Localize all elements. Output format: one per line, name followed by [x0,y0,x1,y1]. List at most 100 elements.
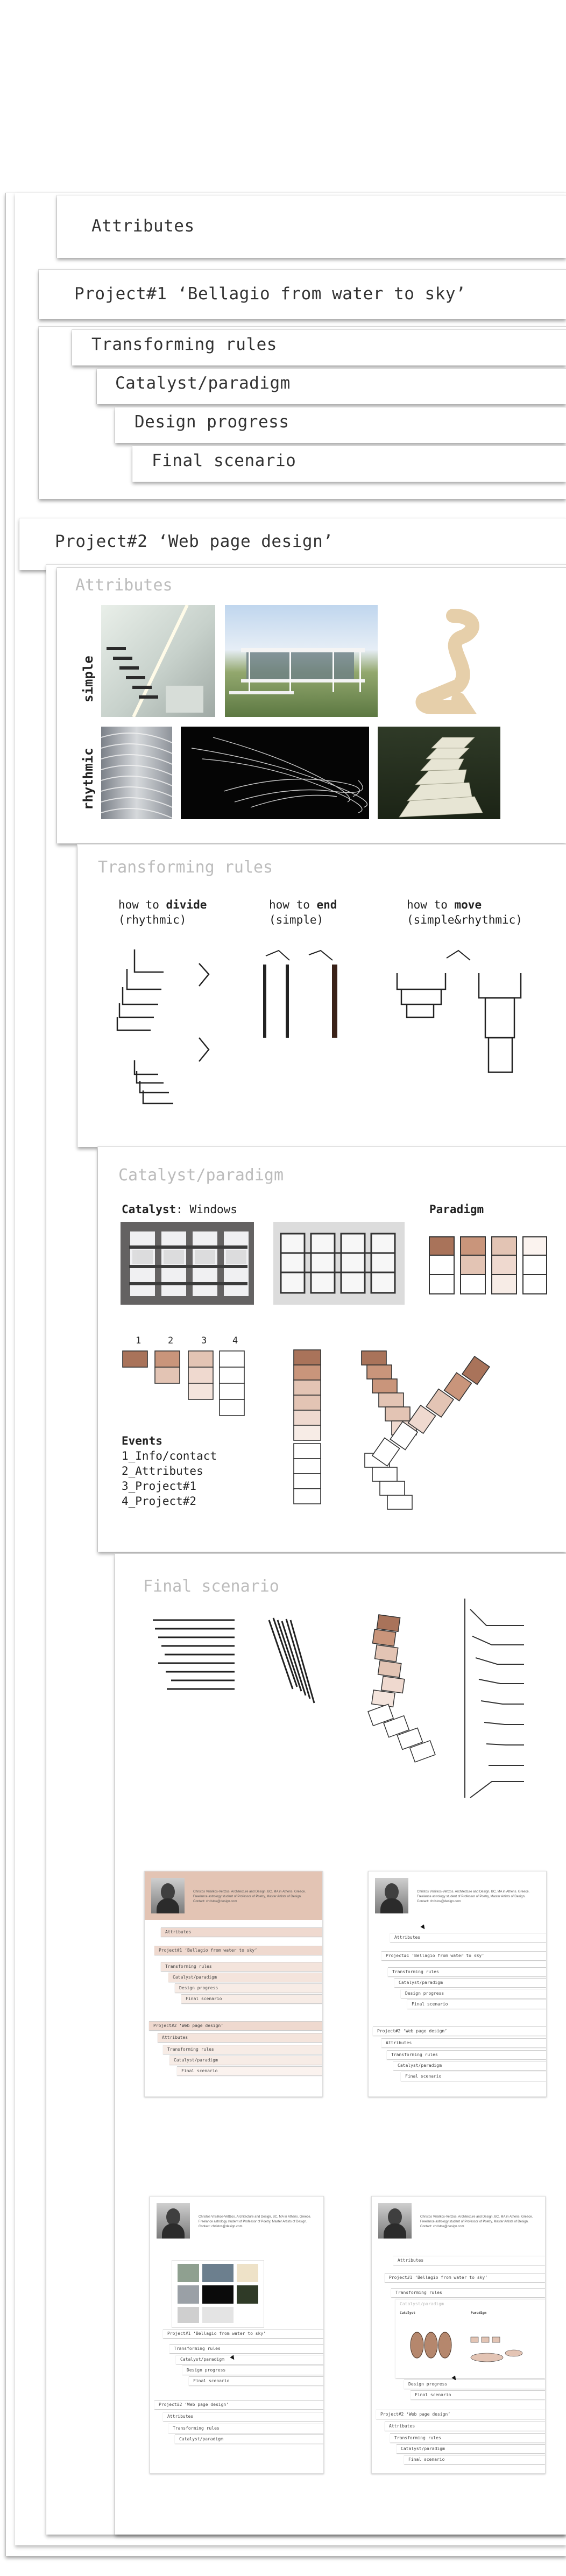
num-4: 4 [232,1335,238,1346]
catalyst-sheet [98,1146,566,1552]
label-rhythmic: (rhythmic) [118,913,187,926]
mini-project1[interactable]: Project#1 ‘Bellagio from water to sky’ [381,1951,546,1960]
mini-project2[interactable]: Project#2 ‘Web page design’ [149,2021,322,2030]
menu-catalyst-sheet[interactable] [97,368,566,404]
mini-project1[interactable]: Project#1 ‘Bellagio from water to sky’ [154,1946,322,1955]
mini-catalyst[interactable]: Catalyst/paradigm [176,2355,323,2364]
mini-final[interactable]: Final scenario [181,1994,322,2003]
mockup-3: Christos Vrisilkos-Vettzos. Architecture… [150,2196,324,2474]
paradigm-grid [429,1236,547,1294]
event-3: 3_Project#1 [122,1480,197,1493]
mini-project1[interactable]: Project#1 ‘Bellagio from water to sky’ [385,2273,545,2282]
menu-project1-sheet[interactable] [39,269,566,319]
menu-project1[interactable]: Project#1 ‘Bellagio from water to sky’ [74,284,466,304]
transforming-title: Transforming rules [98,858,273,877]
mini-project1[interactable]: Project#1 ‘Bellagio from water to sky’ [163,2329,323,2338]
menu-transforming-sheet[interactable] [72,329,566,365]
photo-glass-house [225,605,378,717]
mini-final-2[interactable]: Final scenario [177,2066,322,2075]
row-label-simple: simple [81,656,96,702]
mini-project2[interactable]: Project#2 ‘Web page design’ [373,2026,546,2036]
label-simple-rhythmic: (simple&rhythmic) [407,913,522,926]
final-title: Final scenario [143,1577,279,1596]
mini-final-2[interactable]: Final scenario [404,2455,545,2464]
mini-attributes-2[interactable]: Attributes [163,2412,323,2421]
mini-transforming[interactable]: Transforming rules [391,2288,545,2297]
menu-design-progress[interactable]: Design progress [135,412,289,432]
photo-twisted-stack [378,727,500,819]
mini-attributes-2[interactable]: Attributes [385,2422,545,2431]
mini-final-2[interactable]: Final scenario [401,2072,546,2081]
mini-final[interactable]: Final scenario [407,2000,546,2009]
catalyst-diagrams [122,1349,490,1510]
menu-attributes[interactable]: Attributes [91,216,195,236]
mini-transforming[interactable]: Transforming rules [169,2344,323,2353]
menu-project2[interactable]: Project#2 ‘Web page design’ [55,532,334,551]
label-how-to-move: how to move [407,898,482,911]
mini-attributes[interactable]: Attributes [390,1933,546,1942]
mini-project2[interactable]: Project#2 ‘Web page design’ [154,2400,323,2409]
menu-project2-sheet[interactable] [19,518,566,570]
mini-catalyst-title: Catalyst/paradigm [400,2301,444,2306]
num-3: 3 [201,1335,207,1346]
avatar [151,1878,185,1913]
mockup-4: Christos Vrisilkos-Vettzos. Architecture… [371,2196,546,2474]
mini-catalyst[interactable]: Catalyst/paradigm [394,1978,546,1987]
avatar [375,1878,408,1913]
menu-final-scenario[interactable]: Final scenario [152,451,296,470]
mini-catalyst-2[interactable]: Catalyst/paradigm [397,2444,545,2453]
event-4: 4_Project#2 [122,1495,197,1508]
mini-final[interactable]: Final scenario [189,2376,323,2385]
photo-wave-wall [101,727,172,819]
label-paradigm: Paradigm [429,1203,484,1216]
mockup-1-info: Christos Vrisilkos-Vettzos. Architecture… [193,1890,306,1903]
mini-transforming[interactable]: Transforming rules [161,1962,322,1971]
mini-catalyst-2[interactable]: Catalyst/paradigm [393,2061,546,2070]
menu-final-sheet[interactable] [132,446,566,482]
mini-transforming-2[interactable]: Transforming rules [387,2050,546,2059]
avatar [378,2203,412,2239]
mini-transforming-2[interactable]: Transforming rules [168,2424,323,2433]
photo-windows-sketch [273,1222,405,1305]
mini-design[interactable]: Design progress [175,1983,322,1993]
menu-attributes-sheet[interactable] [57,195,566,258]
photo-floating-stairs [101,605,215,717]
mini-project2[interactable]: Project#2 ‘Web page design’ [376,2410,545,2419]
mini-design[interactable]: Design progress [182,2366,323,2375]
mini-design[interactable]: Design progress [404,2380,545,2389]
row-label-rhythmic: rhythmic [81,748,96,810]
mini-catalyst-label: Catalyst [400,2311,415,2315]
final-diagrams [153,1599,524,1798]
mini-transforming[interactable]: Transforming rules [388,1967,546,1976]
events-title: Events [122,1434,162,1447]
event-2: 2_Attributes [122,1465,203,1477]
mini-final[interactable]: Final scenario [411,2390,545,2399]
mini-catalyst-panel: Catalyst/paradigm Catalyst Paradigm [395,2299,545,2378]
label-catalyst-windows: Catalyst: Windows [122,1203,237,1216]
avatar [157,2203,190,2239]
mini-catalyst[interactable]: Catalyst/paradigm [168,1973,322,1982]
menu-design-sheet[interactable] [115,407,566,443]
photo-light-trails [181,727,369,819]
mini-transforming-2[interactable]: Transforming rules [390,2433,545,2443]
mini-attributes[interactable]: Attributes [393,2256,545,2265]
num-2: 2 [168,1335,174,1346]
mockup-3-info: Christos Vrisilkos-Vettzos. Architecture… [199,2215,312,2228]
attributes-title: Attributes [75,576,173,595]
menu-transforming-rules[interactable]: Transforming rules [91,335,277,354]
menu-catalyst-paradigm[interactable]: Catalyst/paradigm [115,374,291,393]
label-how-to-end: how to end [269,898,337,911]
mini-transforming-2[interactable]: Transforming rules [163,2045,322,2054]
mini-attributes[interactable]: Attributes [161,1927,322,1937]
mini-catalyst-2[interactable]: Catalyst/paradigm [175,2434,323,2444]
num-1: 1 [136,1335,142,1346]
cursor-icon [420,1924,427,1931]
mini-attributes-2[interactable]: Attributes [158,2033,322,2042]
mini-design[interactable]: Design progress [401,1989,546,1998]
label-how-to-divide: how to divide [118,898,207,911]
mini-attributes-2[interactable]: Attributes [381,2038,546,2047]
catalyst-title: Catalyst/paradigm [118,1166,284,1185]
mini-photo-grid [172,2260,264,2328]
mini-catalyst-2[interactable]: Catalyst/paradigm [169,2056,322,2065]
photo-windows-brown [121,1222,254,1305]
